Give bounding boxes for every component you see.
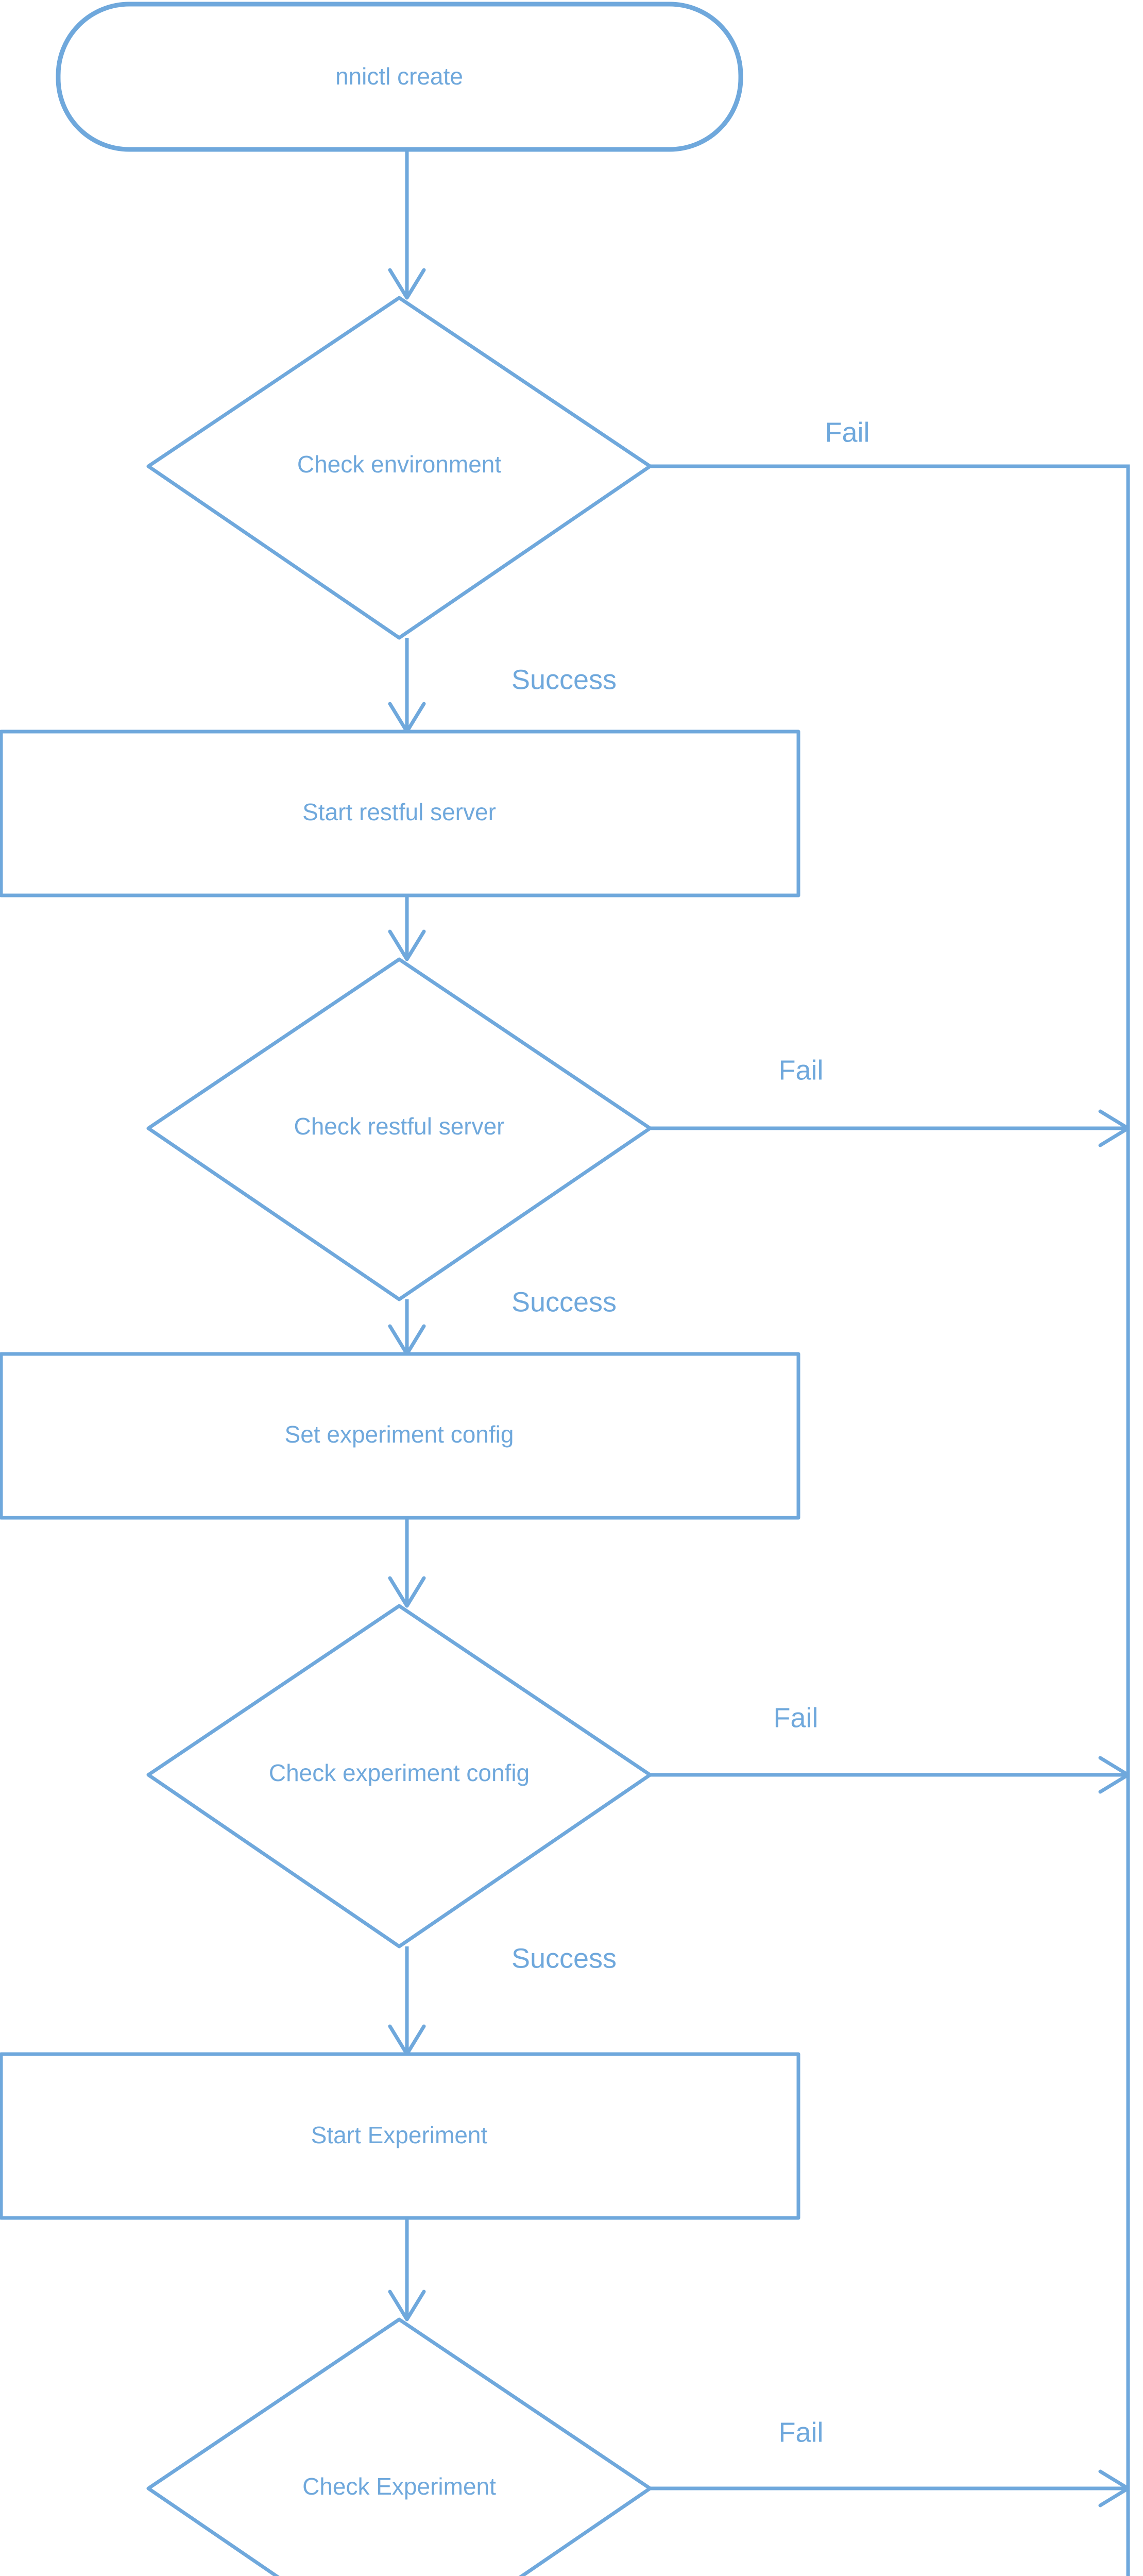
edge-set-config-to-check-config: [388, 1518, 426, 1608]
edge-check-restful-success: Success: [388, 1286, 617, 1356]
arrow-head-right-icon: [1098, 2469, 1130, 2507]
start-restful-server-label: Start restful server: [302, 799, 496, 825]
start-experiment-shape: [0, 2052, 800, 2220]
arrow-head-down-icon: [388, 929, 426, 961]
edge-start-experiment-to-check-experiment: [388, 2218, 426, 2321]
start-terminator-shape: [56, 2, 743, 152]
check-experiment-config-label: Check experiment config: [269, 1759, 530, 1786]
node-check-environment[interactable]: Check environment: [146, 296, 652, 640]
node-start-restful-server[interactable]: Start restful server: [0, 730, 800, 897]
start-label: nnictl create: [335, 63, 463, 90]
arrow-head-right-icon: [1098, 1109, 1130, 1147]
arrow-head-down-icon: [388, 1576, 426, 1608]
check-environment-diamond-shape: [146, 296, 652, 640]
node-check-experiment-config[interactable]: Check experiment config: [146, 1604, 652, 1948]
fail-label-4: Fail: [778, 2417, 823, 2448]
success-label-1: Success: [511, 664, 617, 695]
node-check-experiment[interactable]: Check Experiment: [146, 2317, 652, 2576]
node-check-restful-server[interactable]: Check restful server: [146, 957, 652, 1301]
check-restful-server-label: Check restful server: [294, 1113, 504, 1140]
fail-label-1: Fail: [825, 417, 869, 448]
check-experiment-diamond-shape: [146, 2317, 652, 2576]
set-experiment-config-shape: [0, 1352, 800, 1520]
fail-label-2: Fail: [778, 1055, 823, 1086]
arrow-head-down-icon: [388, 268, 426, 300]
edge-start-restful-to-check-restful: [388, 895, 426, 961]
arrow-head-right-icon: [1098, 1756, 1130, 1794]
edge-check-experiment-fail: Fail: [650, 2417, 1130, 2507]
node-start-experiment[interactable]: Start Experiment: [0, 2052, 800, 2220]
edge-check-restful-fail: Fail: [650, 1055, 1130, 1147]
success-label-2: Success: [511, 1286, 617, 1317]
edge-start-to-check-environment: [388, 149, 426, 300]
edge-check-config-fail: Fail: [650, 1702, 1130, 1794]
check-experiment-config-diamond-shape: [146, 1604, 652, 1948]
node-set-experiment-config[interactable]: Set experiment config: [0, 1352, 800, 1520]
edge-check-config-success: Success: [388, 1943, 617, 2056]
check-restful-server-diamond-shape: [146, 957, 652, 1301]
start-experiment-label: Start Experiment: [311, 2122, 488, 2148]
set-experiment-config-label: Set experiment config: [285, 1421, 514, 1448]
check-experiment-label: Check Experiment: [302, 2473, 496, 2500]
check-environment-label: Check environment: [297, 451, 502, 478]
edge-check-environment-success: Success: [388, 638, 617, 734]
edge-check-environment-fail: Fail: [650, 417, 1130, 2576]
arrow-head-down-icon: [388, 2290, 426, 2321]
success-label-3: Success: [511, 1943, 617, 1974]
start-restful-server-shape: [0, 730, 800, 897]
fail-rail-line: [650, 464, 1130, 2576]
node-start[interactable]: nnictl create: [56, 2, 743, 152]
fail-label-3: Fail: [773, 1702, 818, 1733]
